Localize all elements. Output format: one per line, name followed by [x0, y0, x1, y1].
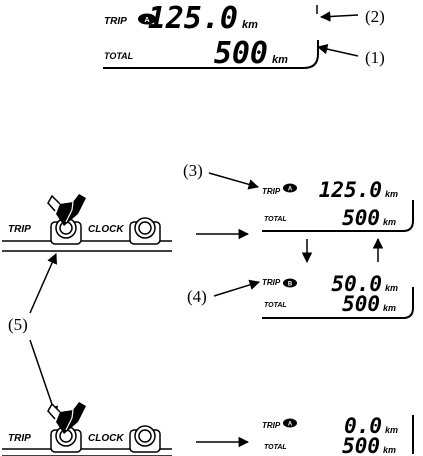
control-panel-lower: TRIP CLOCK — [2, 402, 172, 456]
mid-a-trip-a-badge: A — [283, 183, 297, 193]
top-display: TRIP A 125.0 km TOTAL 500 km — [103, 1, 319, 71]
bottom-total-value: 500 — [342, 434, 380, 456]
mid-b-trip-unit: km — [385, 283, 398, 293]
mid-b-total-label: TOTAL — [264, 302, 287, 309]
top-total-value: 500 — [214, 36, 268, 71]
control-panel-upper: TRIP CLOCK — [2, 194, 172, 252]
mid-b-trip-b-badge: B — [283, 278, 297, 288]
lower-trip-knob[interactable] — [50, 425, 82, 453]
svg-text:A: A — [288, 422, 293, 428]
bottom-display: TRIP A 0.0 km TOTAL 500 km — [262, 414, 414, 456]
mid-a-total-value: 500 — [342, 206, 380, 230]
callout-3: (3) — [183, 161, 203, 180]
top-total-unit: km — [272, 54, 288, 66]
mid-display-b: TRIP B 50.0 km TOTAL 500 km — [262, 272, 414, 319]
mid-b-trip-value: 50.0 — [331, 272, 382, 296]
callout-2: (2) — [365, 7, 385, 26]
bottom-total-label: TOTAL — [264, 444, 287, 451]
mid-a-trip-unit: km — [385, 189, 398, 199]
callout-1-arrow — [316, 43, 359, 57]
lower-clock-knob[interactable] — [129, 425, 161, 453]
callout-3-arrow — [208, 172, 260, 190]
svg-text:A: A — [288, 187, 293, 193]
lower-trip-knob-label: TRIP — [8, 433, 31, 444]
mid-a-trip-label: TRIP — [262, 187, 281, 196]
upper-clock-knob-label: CLOCK — [88, 224, 124, 235]
mid-b-frame — [262, 287, 414, 319]
top-trip-value: 125.0 — [148, 1, 238, 36]
svg-text:B: B — [288, 282, 293, 288]
callout-4: (4) — [187, 287, 207, 306]
callout-4-arrow — [213, 279, 261, 297]
top-total-label: TOTAL — [104, 51, 133, 61]
lower-clock-knob-label: CLOCK — [88, 433, 124, 444]
callout-5-arrow-upper — [29, 253, 57, 314]
mid-a-frame — [262, 200, 414, 232]
bottom-trip-value: 0.0 — [344, 414, 382, 438]
callout-5: (5) — [8, 315, 28, 334]
mid-b-total-value: 500 — [342, 292, 380, 316]
lower-finger-press-icon — [47, 402, 86, 434]
callout-2-arrow — [319, 11, 359, 22]
top-trip-a-badge: A — [138, 13, 156, 25]
callout-1: (1) — [365, 48, 385, 67]
bottom-total-unit: km — [383, 445, 396, 455]
upper-finger-press-icon — [47, 194, 86, 226]
upper-clock-knob[interactable] — [129, 217, 161, 245]
bottom-trip-unit: km — [385, 425, 398, 435]
bottom-trip-label: TRIP — [262, 421, 281, 430]
svg-text:A: A — [144, 17, 149, 24]
top-trip-unit: km — [242, 19, 258, 31]
mid-a-total-unit: km — [383, 217, 396, 227]
mid-b-trip-label: TRIP — [262, 278, 281, 287]
mid-display-a: TRIP A 125.0 km TOTAL 500 km — [262, 178, 414, 232]
mid-a-total-label: TOTAL — [264, 216, 287, 223]
top-trip-label: TRIP — [104, 16, 127, 27]
mid-a-trip-value: 125.0 — [319, 178, 382, 202]
bottom-trip-a-badge: A — [283, 418, 297, 428]
mid-b-total-unit: km — [383, 303, 396, 313]
upper-trip-knob-label: TRIP — [8, 224, 31, 235]
